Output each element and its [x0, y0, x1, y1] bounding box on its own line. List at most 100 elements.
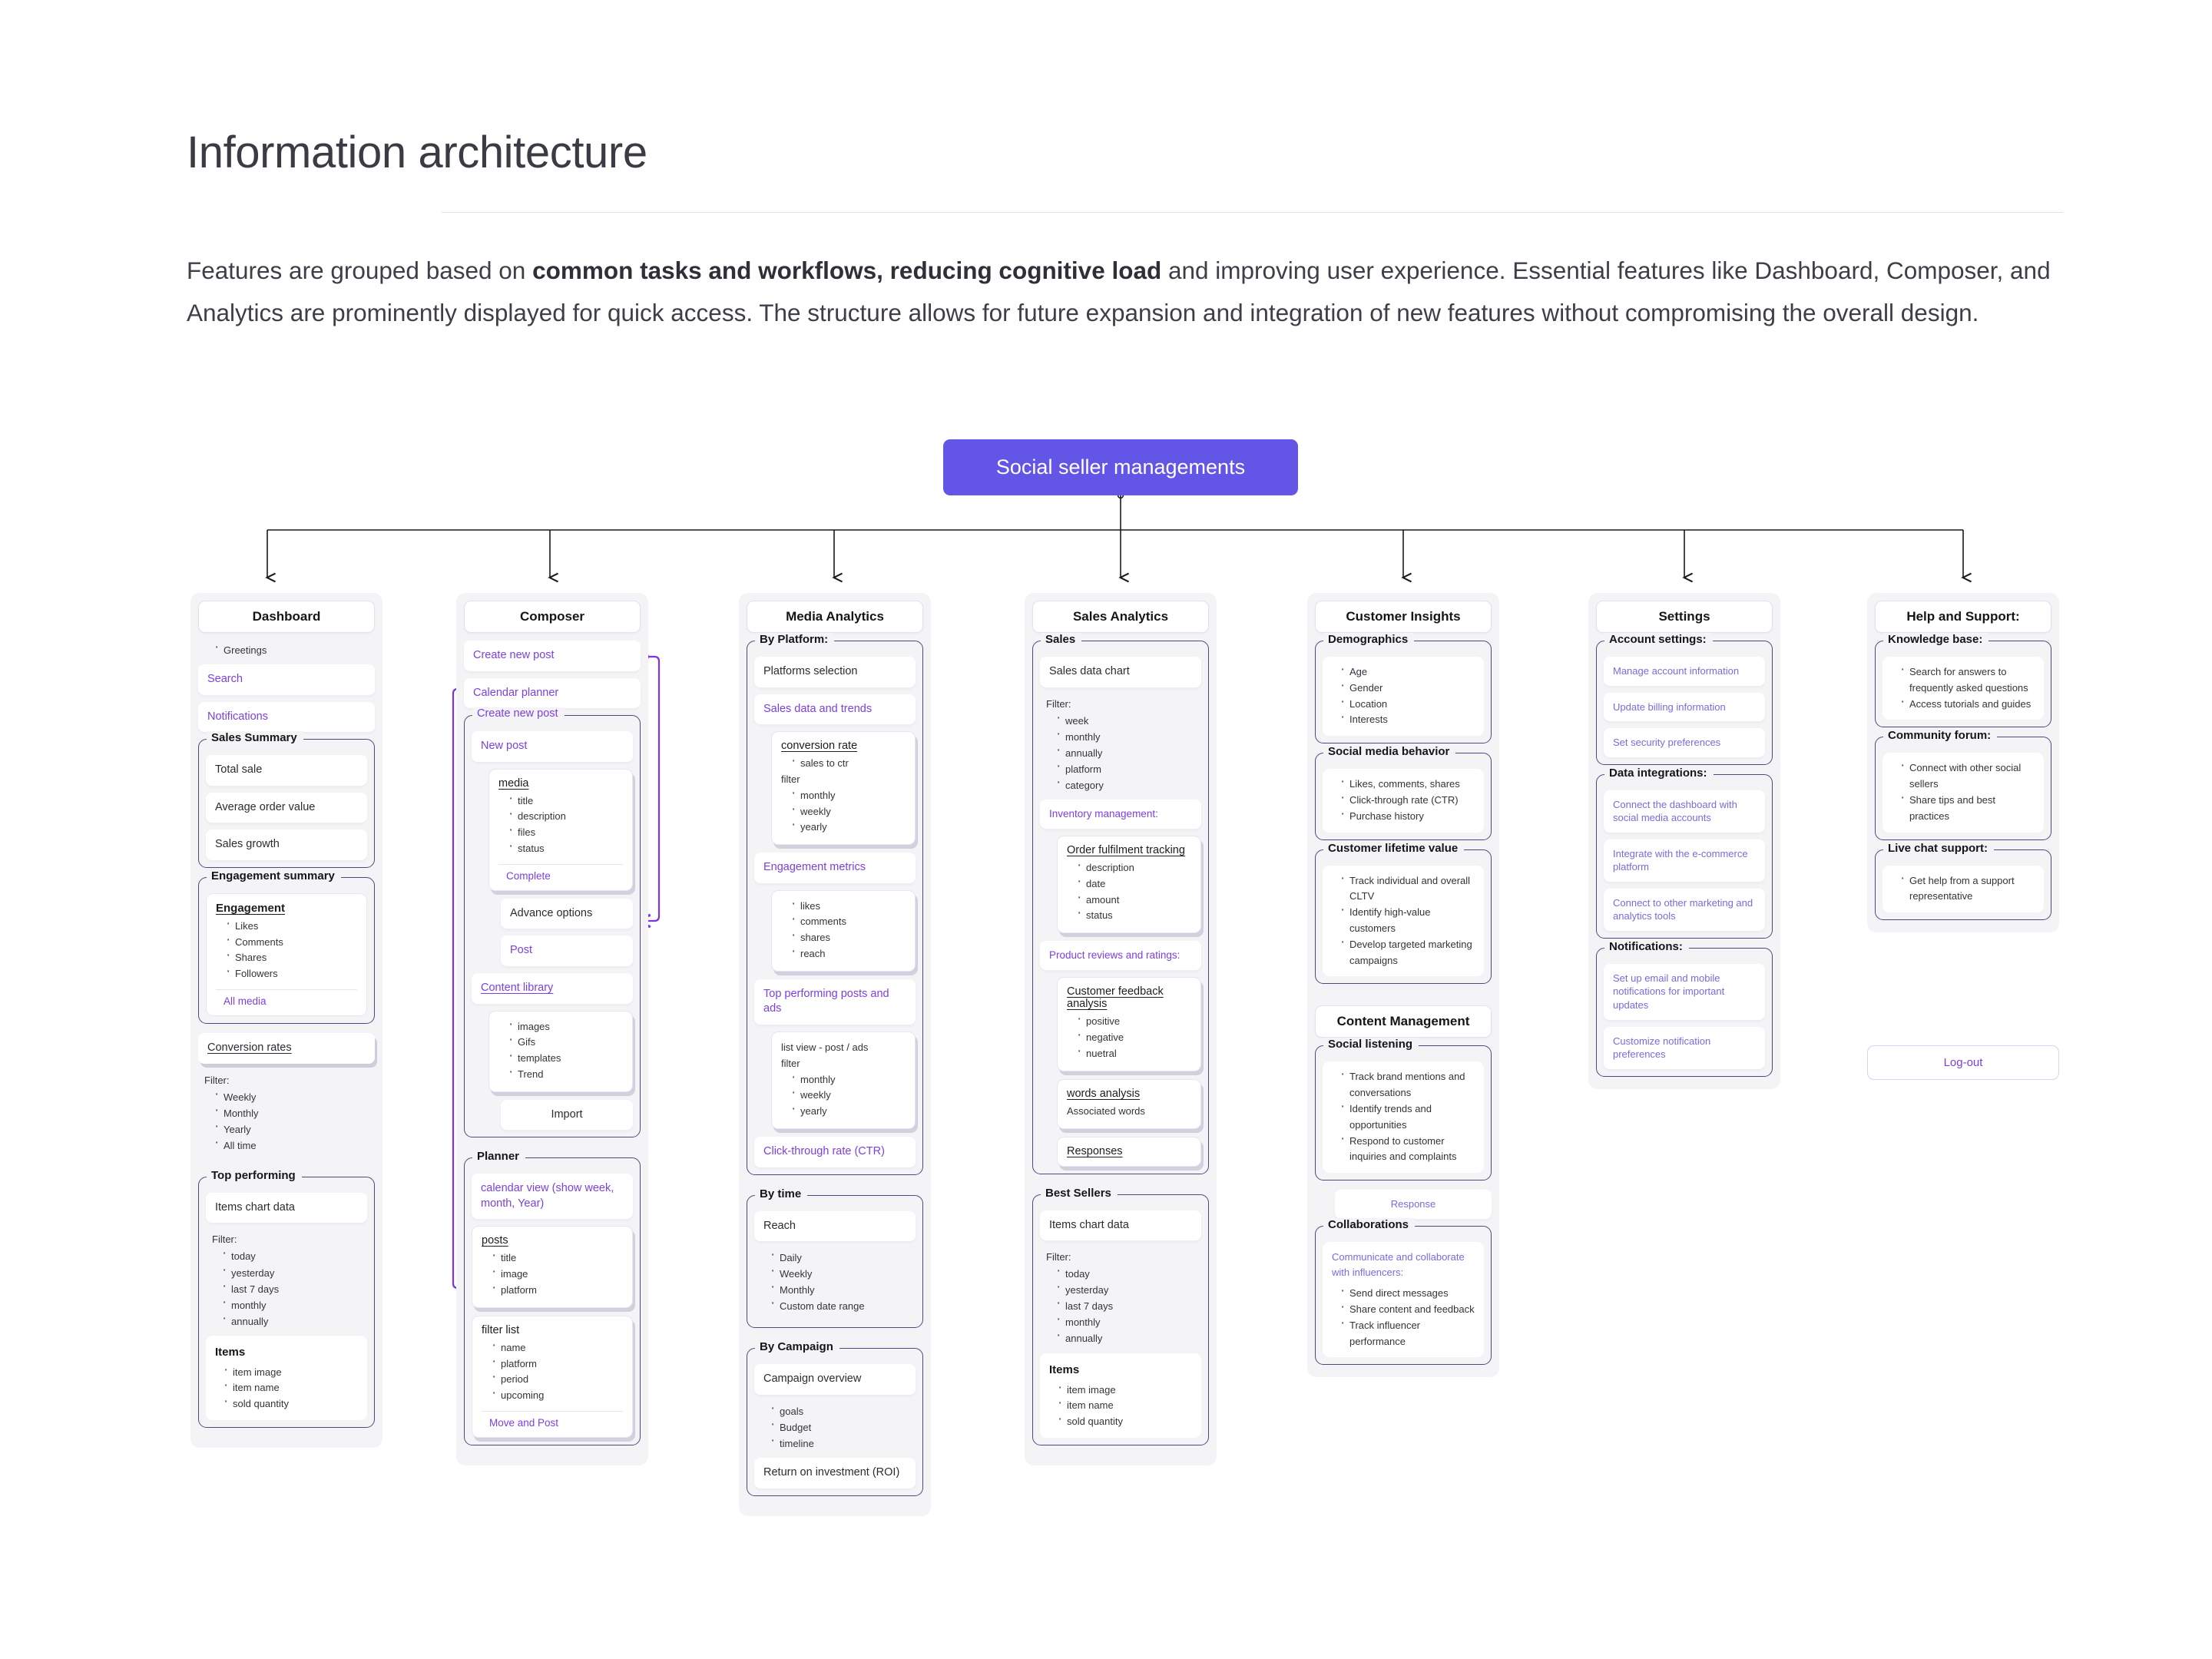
- list-item: shares: [790, 928, 906, 946]
- dashboard-header[interactable]: Dashboard: [198, 601, 375, 633]
- sales-summary-item[interactable]: Total sale: [206, 755, 367, 786]
- data-integration-link[interactable]: Integrate with the e-commerce platform: [1604, 839, 1765, 882]
- list-item: Share tips and best practices: [1899, 790, 2035, 825]
- list-item: item name: [1057, 1396, 1192, 1414]
- group-title-demographics: Demographics: [1323, 633, 1415, 646]
- data-integration-link[interactable]: Connect to other marketing and analytics…: [1604, 888, 1765, 931]
- post-pill[interactable]: Post: [501, 935, 633, 966]
- content-management-header[interactable]: Content Management: [1315, 1005, 1492, 1038]
- sales-data-trends-pill[interactable]: Sales data and trends: [754, 694, 916, 725]
- list-item: Connect with other social sellers: [1899, 758, 2035, 793]
- group-title-best-sellers: Best Sellers: [1041, 1186, 1118, 1200]
- inventory-management-pill[interactable]: Inventory management:: [1040, 799, 1201, 830]
- group-sales-summary: Sales Summary Total sale Average order v…: [198, 731, 375, 868]
- engagement-metrics-list: likes comments shares reach: [781, 896, 906, 962]
- list-item: Share content and feedback: [1339, 1300, 1475, 1318]
- top-performing-posts-pill[interactable]: Top performing posts and ads: [754, 979, 916, 1025]
- list-item: annually: [221, 1311, 364, 1330]
- group-by-campaign: By Campaign Campaign overview goals Budg…: [747, 1340, 923, 1496]
- group-by-time: By time Reach Daily Weekly Monthly Custo…: [747, 1187, 923, 1329]
- customer-insights-header[interactable]: Customer Insights: [1315, 601, 1492, 633]
- content-library-pill[interactable]: Content library: [472, 973, 633, 1004]
- greetings-item: Greetings: [214, 640, 372, 658]
- complete-link[interactable]: Complete: [506, 869, 551, 882]
- intro-text: and improving user experience. Essential…: [187, 257, 2051, 326]
- group-title-create-new-post: Create new post: [472, 707, 565, 720]
- sales-summary-item[interactable]: Average order value: [206, 792, 367, 823]
- group-title-sales-summary: Sales Summary: [207, 731, 303, 745]
- notification-link[interactable]: Set up email and mobile notifications fo…: [1604, 963, 1765, 1020]
- list-item: Access tutorials and guides: [1899, 694, 2035, 713]
- create-new-post-button[interactable]: Create new post: [464, 641, 641, 671]
- ctr-pill[interactable]: Click-through rate (CTR): [754, 1136, 916, 1167]
- sales-data-chart-pill[interactable]: Sales data chart: [1040, 657, 1201, 687]
- items-list: item image item name sold quantity: [215, 1363, 358, 1412]
- calendar-planner-button[interactable]: Calendar planner: [464, 677, 641, 709]
- intro-emphasis: common tasks and workflows, reducing cog…: [532, 257, 1162, 284]
- account-settings-link[interactable]: Set security preferences: [1604, 728, 1765, 757]
- column-sales-analytics: Sales Analytics Sales Sales data chart F…: [1025, 593, 1217, 1465]
- engagement-metrics-pill[interactable]: Engagement metrics: [754, 853, 916, 883]
- reach-pill[interactable]: Reach: [754, 1210, 916, 1242]
- import-pill[interactable]: Import: [501, 1099, 633, 1131]
- response-pill[interactable]: Response: [1335, 1190, 1492, 1219]
- filter-label: Filter:: [204, 1074, 230, 1086]
- column-composer: Composer Create new post Calendar planne…: [456, 593, 648, 1466]
- calendar-view-pill[interactable]: calendar view (show week, month, Year): [472, 1174, 633, 1220]
- list-item: Custom date range: [770, 1296, 912, 1314]
- list-item: Daily: [770, 1247, 912, 1266]
- list-item: category: [1055, 775, 1198, 793]
- composer-header[interactable]: Composer: [464, 601, 641, 633]
- product-reviews-pill[interactable]: Product reviews and ratings:: [1040, 941, 1201, 971]
- best-sellers-chart-pill[interactable]: Items chart data: [1040, 1210, 1201, 1241]
- list-item: period: [491, 1369, 623, 1388]
- roi-pill[interactable]: Return on investment (ROI): [754, 1457, 916, 1488]
- list-item: likes: [790, 896, 906, 915]
- items-chart-data[interactable]: Items chart data: [206, 1192, 367, 1224]
- knowledge-base-list: Search for answers to frequently asked q…: [1892, 662, 2035, 713]
- new-post-pill[interactable]: New post: [472, 731, 633, 762]
- divider: [498, 863, 623, 865]
- data-integration-link[interactable]: Connect the dashboard with social media …: [1604, 790, 1765, 833]
- notification-link[interactable]: Customize notification preferences: [1604, 1026, 1765, 1069]
- dashboard-notifications[interactable]: Notifications: [198, 701, 375, 733]
- list-item: today: [221, 1246, 364, 1264]
- filter-list: Weekly Monthly Yearly All time: [204, 1087, 372, 1154]
- list-item: positive: [1076, 1012, 1191, 1030]
- divider: [216, 989, 357, 991]
- platforms-selection-pill[interactable]: Platforms selection: [754, 657, 916, 687]
- items-card: Items item image item name sold quantity: [206, 1335, 367, 1421]
- media-analytics-header[interactable]: Media Analytics: [747, 601, 923, 633]
- library-list: images Gifs templates Trend: [498, 1017, 623, 1083]
- customer-feedback-card: Customer feedback analysis positive nega…: [1057, 977, 1201, 1071]
- content-library-card: images Gifs templates Trend: [488, 1010, 633, 1092]
- help-support-header[interactable]: Help and Support:: [1875, 601, 2051, 633]
- settings-header[interactable]: Settings: [1596, 601, 1773, 633]
- list-item: Followers: [225, 964, 357, 982]
- list-view-card: list view - post / ads filter monthly we…: [771, 1031, 916, 1129]
- group-sales: Sales Sales data chart Filter: week mont…: [1032, 633, 1209, 1174]
- sales-analytics-header[interactable]: Sales Analytics: [1032, 601, 1209, 633]
- media-card: media title description files status Com…: [488, 768, 633, 891]
- list-item: negative: [1076, 1028, 1191, 1046]
- items-card-title: Items: [1049, 1363, 1080, 1376]
- advance-options-pill[interactable]: Advance options: [501, 898, 633, 929]
- account-settings-link[interactable]: Manage account information: [1604, 657, 1765, 686]
- live-chat-card: Get help from a support representative: [1883, 865, 2044, 913]
- dashboard-search[interactable]: Search: [198, 664, 375, 695]
- all-media-link[interactable]: All media: [224, 995, 267, 1008]
- root-node[interactable]: Social seller managements: [943, 439, 1298, 495]
- logout-button[interactable]: Log-out: [1867, 1045, 2059, 1080]
- move-and-post-link[interactable]: Move and Post: [489, 1417, 559, 1429]
- list-item: All time: [214, 1135, 372, 1154]
- account-settings-link[interactable]: Update billing information: [1604, 692, 1765, 722]
- feedback-list: positive negative nuetral: [1067, 1012, 1191, 1061]
- sales-summary-item[interactable]: Sales growth: [206, 830, 367, 860]
- group-title-social-listening: Social listening: [1323, 1038, 1419, 1051]
- list-item: title: [508, 791, 623, 810]
- list-item: Gifs: [508, 1032, 623, 1051]
- campaign-overview-pill[interactable]: Campaign overview: [754, 1364, 916, 1395]
- conversion-rates[interactable]: Conversion rates: [198, 1033, 375, 1064]
- list-item: Identify trends and opportunities: [1339, 1099, 1475, 1134]
- intro-paragraph: Features are grouped based on common tas…: [187, 250, 2065, 334]
